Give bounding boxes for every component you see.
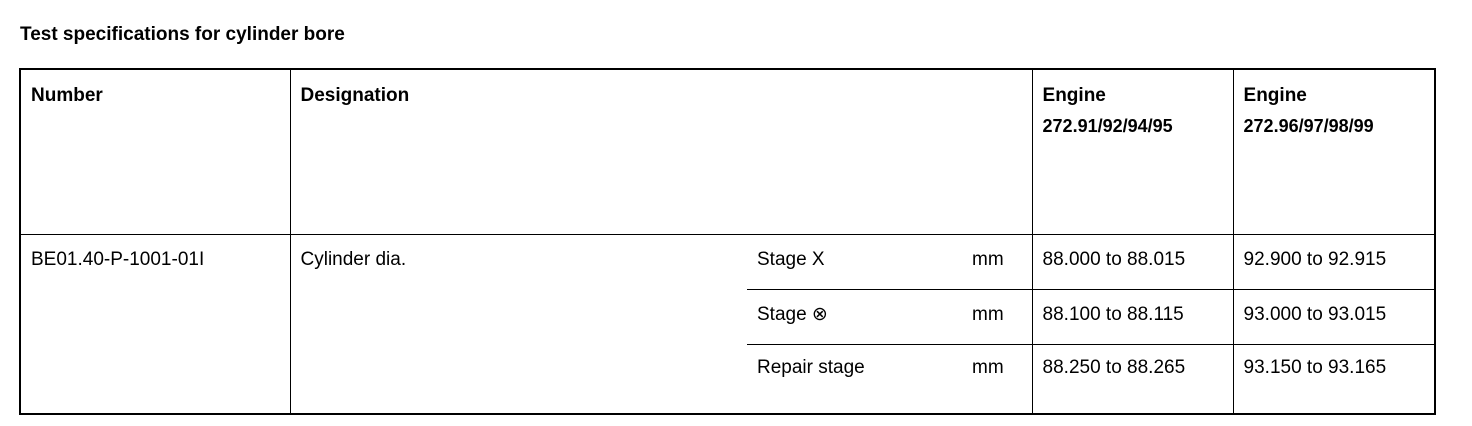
engine-a-value: 88.100 to 88.115 [1031, 288, 1234, 345]
specifications-table: Number Designation Engine 272.91/92/94/9… [19, 68, 1437, 415]
header-engine-b: Engine 272.96/97/98/99 [1232, 68, 1436, 235]
stage-label: Repair stage [747, 343, 962, 415]
spec-number: BE01.40-P-1001-01I [19, 233, 291, 415]
header-number: Number [19, 68, 291, 235]
engine-a-value: 88.000 to 88.015 [1031, 233, 1234, 290]
header-designation: Designation [289, 68, 1033, 235]
stage-label: Stage ⊗ [747, 288, 962, 345]
table-row: Repair stage mm 88.250 to 88.265 93.150 … [20, 343, 1436, 415]
stage-label: Stage X [747, 233, 962, 290]
engine-b-value: 93.000 to 93.015 [1232, 288, 1436, 345]
unit-label: mm [962, 343, 1033, 415]
engine-b-value: 92.900 to 92.915 [1232, 233, 1436, 290]
table-row: Stage ⊗ mm 88.100 to 88.115 93.000 to 93… [20, 288, 1436, 345]
unit-label: mm [962, 288, 1033, 345]
table-row: BE01.40-P-1001-01I Cylinder dia. Stage X… [19, 233, 1436, 415]
spec-designation: Cylinder dia. [289, 233, 747, 415]
table-header-row: Number Designation Engine 272.91/92/94/9… [19, 68, 1436, 235]
unit-label: mm [962, 233, 1033, 290]
engine-a-value: 88.250 to 88.265 [1031, 343, 1234, 415]
document-title: Test specifications for cylinder bore [20, 24, 345, 45]
engine-b-value: 93.150 to 93.165 [1232, 343, 1436, 415]
header-engine-a: Engine 272.91/92/94/95 [1031, 68, 1234, 235]
